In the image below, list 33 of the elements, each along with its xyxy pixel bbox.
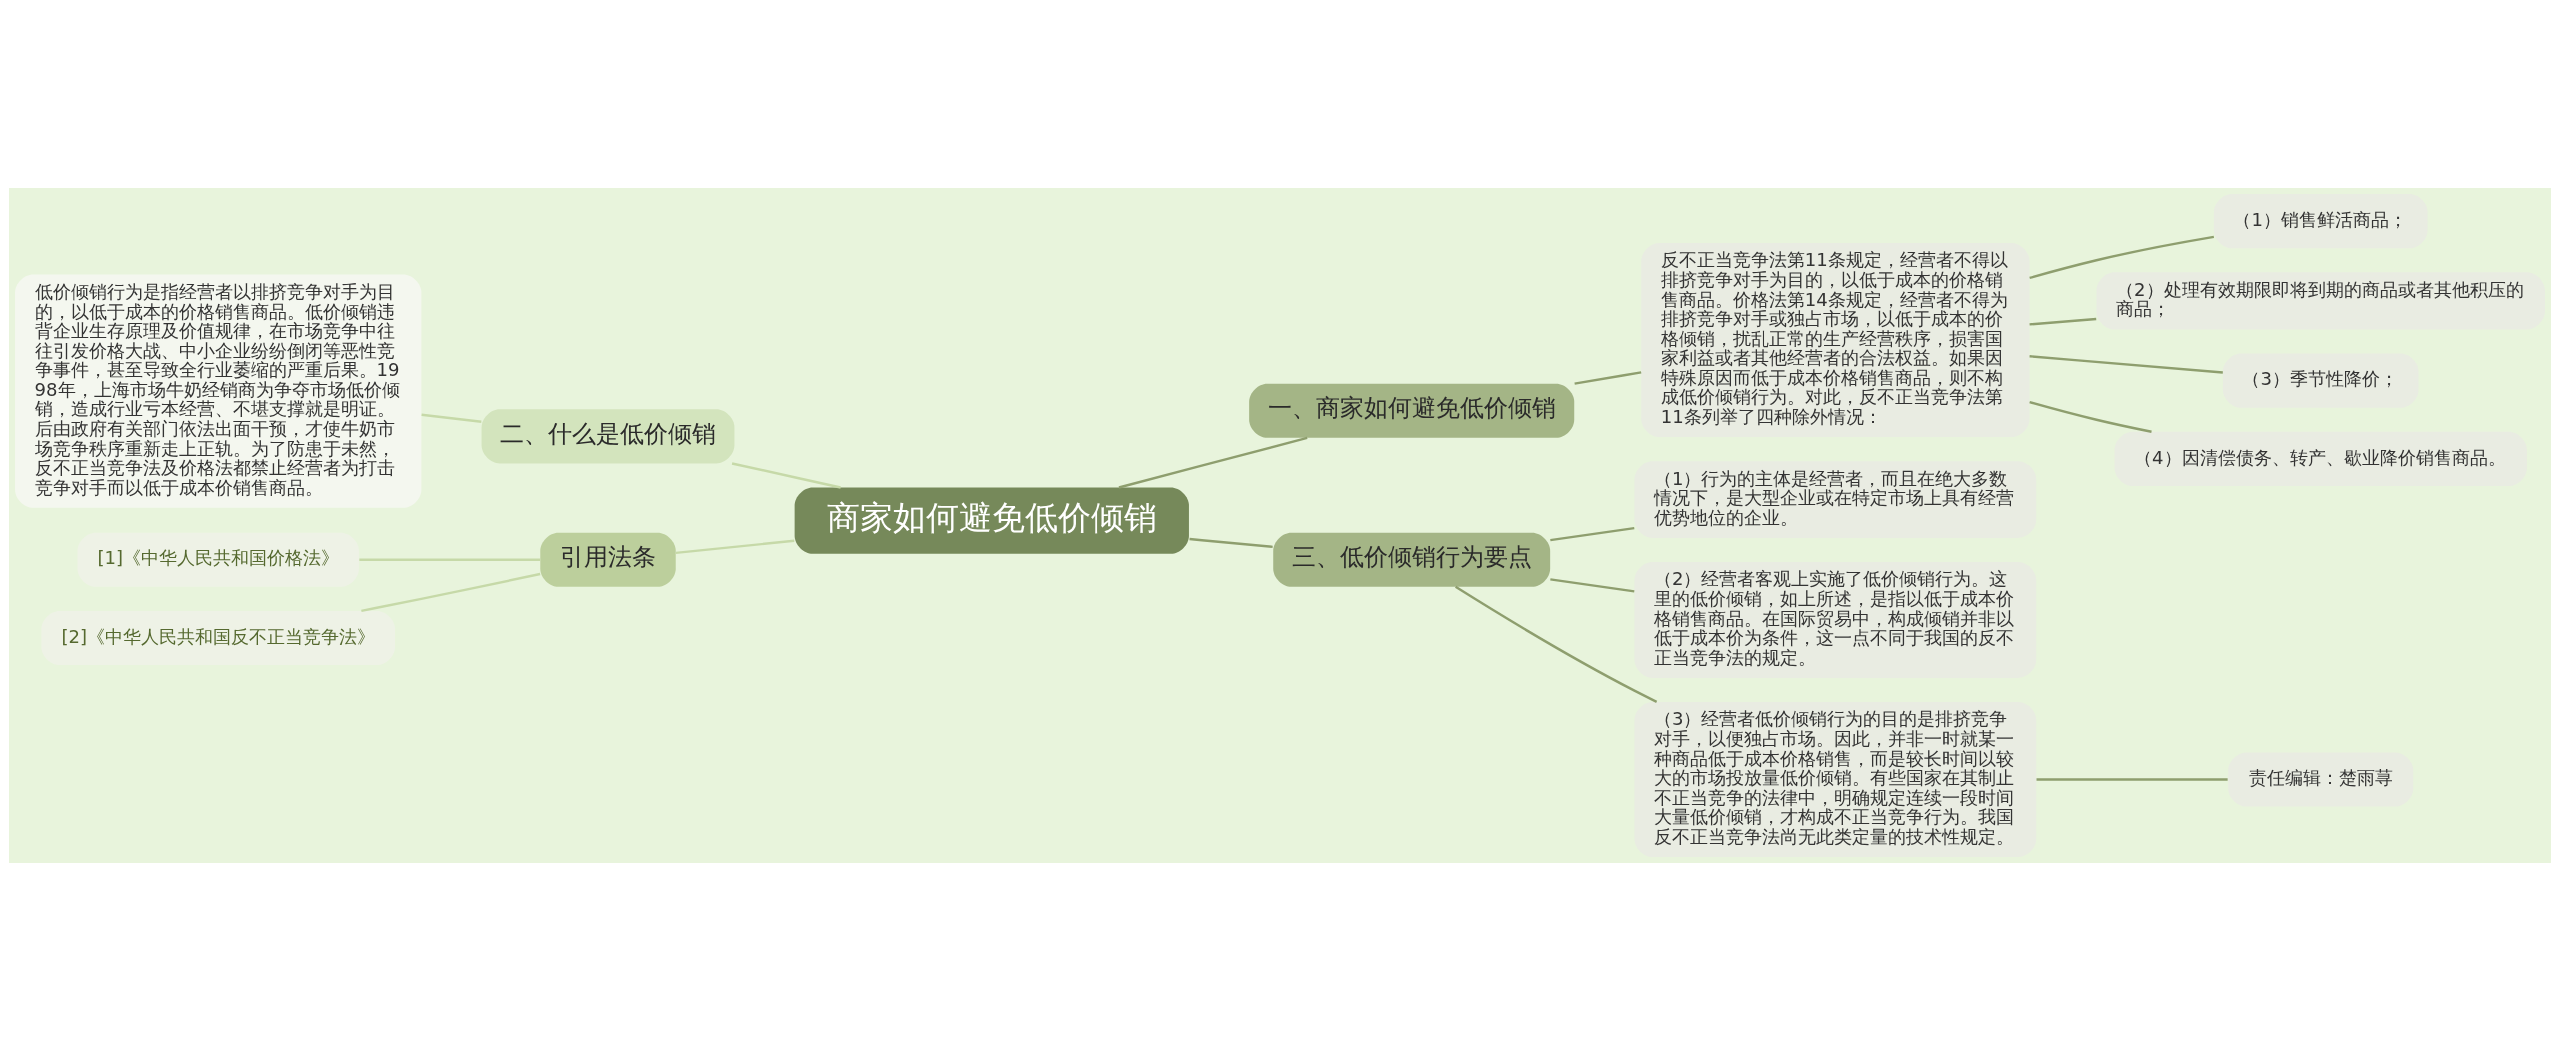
connector xyxy=(1574,371,1642,385)
connector xyxy=(1454,585,1658,703)
connector xyxy=(421,413,482,423)
connector xyxy=(1189,537,1273,549)
node-box: 低价倾销行为是指经营者以排挤竞争对手为目的，以低于成本的价格销售商品。低价倾销违背企业生存原理及价值规律，在市场竞争中往往引发价格大战、中小企业纷纷倒闭等恶性竞争事件，甚至导致全行业萎缩的严重后果。1998年，上海市场牛奶经销商为争夺市场低价倾销，造成行业亏本经营、不堪支撑就是明证。后由政府有关部门依法出面干预，才使牛奶市场竞争秩序重新走上正轨。为了防患于未然，反不正当竞争法及价格法都禁止经营者为打击竞争对手而以低于成本价销售商品。 xyxy=(15,274,422,508)
node-box: （4）因清偿债务、转产、歇业降价销售商品。 xyxy=(2114,431,2527,486)
connector xyxy=(1550,526,1635,542)
node-box: 一、商家如何避免低价倾销 xyxy=(1249,383,1575,438)
node-box: 二、什么是低价倾销 xyxy=(481,409,735,464)
connector xyxy=(2029,355,2223,374)
node-box: （2）经营者客观上实施了低价倾销行为。这里的低价倾销，如上所述，是指以低于成本价格销售商品。在国际贸易中，构成倾销并非以低于成本价为条件，这一点不同于我国的反不正当竞争法的规定。 xyxy=(1634,562,2037,678)
node-box: （3）经营者低价倾销行为的目的是排挤竞争对手，以便独占市场。因此，并非一时就某一种商品低于成本价格销售，而是较长时间以较大的市场投放量低价倾销。有些国家在其制止不正当竞争的法律中，明确规定连续一段时间大量低价倾销，才构成不正当竞争行为。我国反不正当竞争法尚无此类定量的技术性规定。 xyxy=(1634,701,2037,857)
connector xyxy=(2029,400,2152,433)
node-box: （3）季节性降价； xyxy=(2222,353,2419,408)
node-box: （2）处理有效期限即将到期的商品或者其他积压的商品； xyxy=(2096,272,2545,330)
node-box: [1]《中华人民共和国价格法》 xyxy=(77,532,359,587)
node-box: （1）销售鲜活商品； xyxy=(2213,194,2428,249)
connector xyxy=(675,539,795,555)
connector xyxy=(731,462,841,489)
connector xyxy=(2036,778,2228,781)
connector xyxy=(359,558,541,561)
node-box: （1）行为的主体是经营者，而且在绝大多数情况下，是大型企业或在特定市场上具有经营优势地位的企业。 xyxy=(1634,461,2037,538)
connector xyxy=(1550,578,1635,593)
node-box: [2]《中华人民共和国反不正当竞争法》 xyxy=(41,610,396,666)
node-box: 责任编辑：楚雨荨 xyxy=(2228,752,2414,807)
node-box: 引用法条 xyxy=(540,532,676,587)
node-box: 三、低价倾销行为要点 xyxy=(1273,532,1551,587)
connector xyxy=(361,572,541,612)
node-box: 商家如何避免低价倾销 xyxy=(794,487,1189,554)
connector xyxy=(1118,436,1308,489)
connector xyxy=(2029,235,2215,280)
node-box: 反不正当竞争法第11条规定，经营者不得以排挤竞争对手为目的，以低于成本的价格销售商品。价格法第14条规定，经营者不得为排挤竞争对手或独占市场，以低于成本的价格倾销，扰乱正常的生产经营秩序，损害国家利益或者其他经营者的合法权益。如果因特殊原因而低于成本价格销售商品，则不构成低价倾销行为。对此，反不正当竞争法第11条列举了四种除外情况： xyxy=(1641,242,2030,438)
connector xyxy=(2029,317,2097,326)
